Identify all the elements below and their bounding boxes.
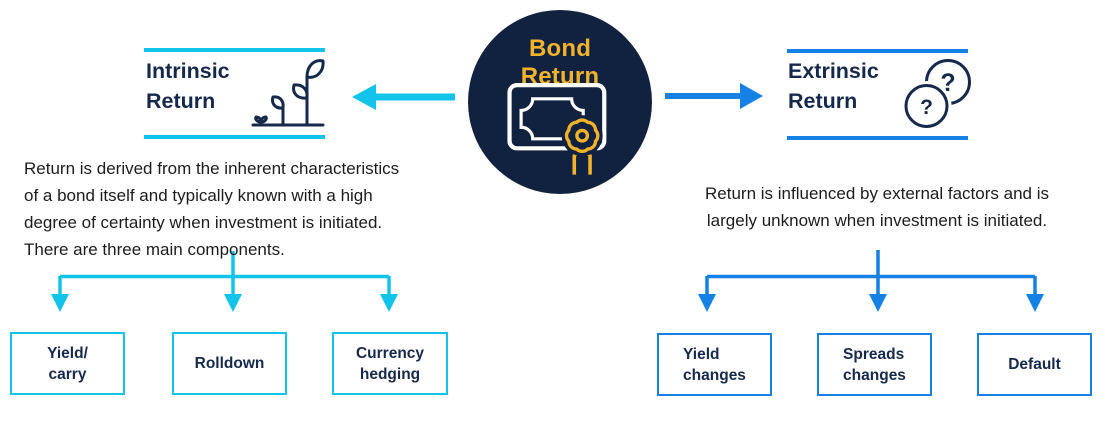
box-label: Rolldown	[194, 355, 265, 372]
question-circles-icon: ? ?	[903, 59, 971, 131]
box-label: Currency hedging	[355, 344, 425, 383]
box-yield-changes: Yield changes	[657, 333, 772, 396]
box-label: Spreads changes	[843, 345, 906, 384]
intrinsic-heading: Intrinsic Return	[146, 59, 230, 113]
growing-plant-icon	[251, 59, 325, 127]
intrinsic-arrow	[352, 84, 455, 110]
intrinsic-bottom-rule	[144, 135, 325, 139]
extrinsic-branch-connector	[698, 250, 1044, 312]
extrinsic-top-rule	[787, 49, 968, 53]
extrinsic-bottom-rule	[787, 136, 968, 140]
extrinsic-description: Return is influenced by external factors…	[705, 184, 1049, 230]
box-label: Yield changes	[683, 345, 746, 384]
certificate-ribbon-icon	[507, 83, 607, 175]
box-currency-hedging: Currency hedging	[332, 332, 448, 395]
bond-return-node: Bond Return	[468, 10, 652, 194]
extrinsic-arrow	[665, 83, 763, 109]
intrinsic-description: Return is derived from the inherent char…	[24, 159, 400, 259]
intrinsic-top-rule	[144, 48, 325, 52]
box-spreads-changes: Spreads changes	[817, 333, 932, 396]
box-default: Default	[977, 333, 1092, 396]
question-mark: ?	[920, 96, 933, 119]
box-rolldown: Rolldown	[172, 332, 287, 395]
box-yield-carry: Yield/ carry	[10, 332, 125, 395]
extrinsic-heading: Extrinsic Return	[788, 59, 879, 113]
box-label: Default	[1008, 356, 1061, 373]
box-label: Yield/ carry	[47, 344, 88, 383]
